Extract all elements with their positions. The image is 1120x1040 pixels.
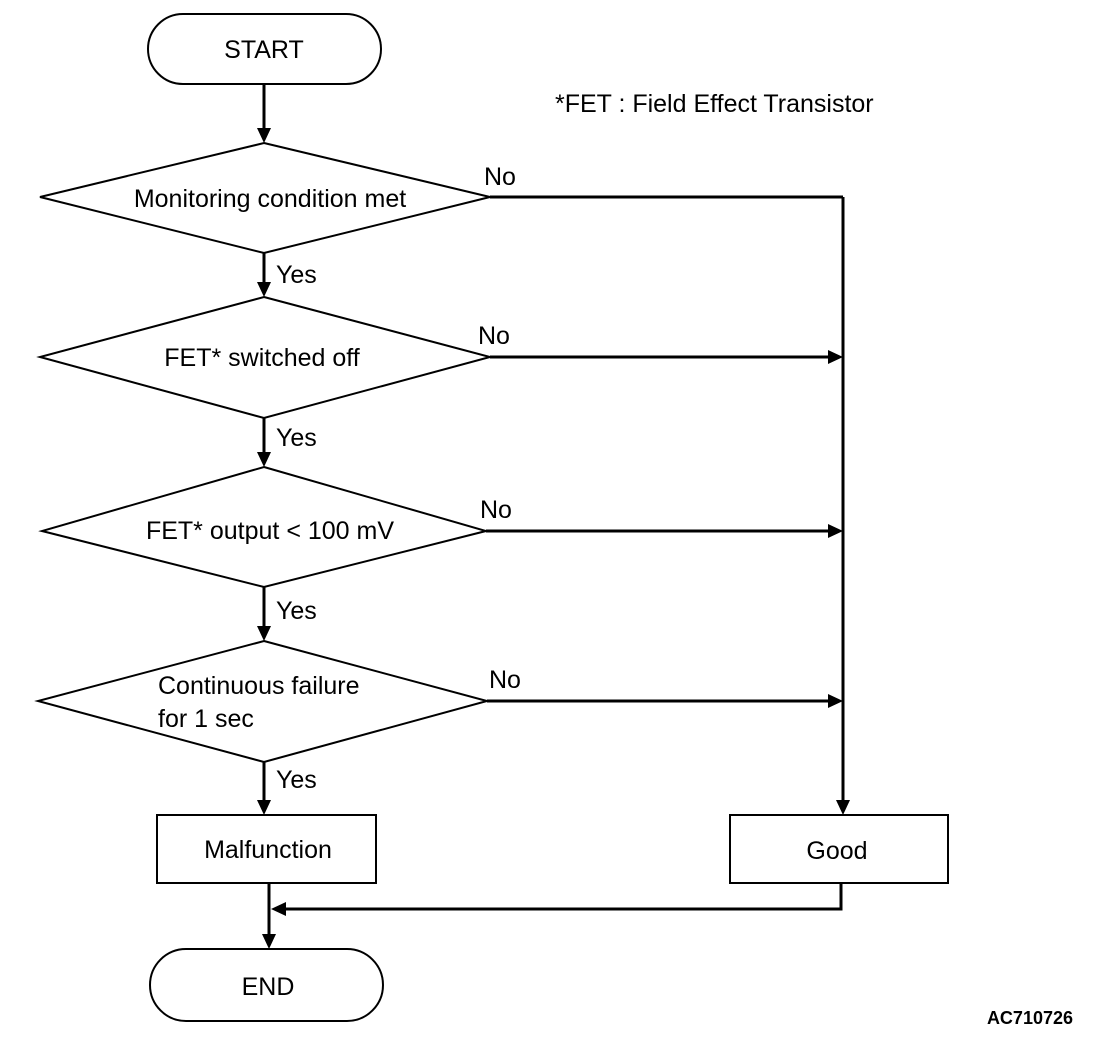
yes-label-decision-2: Yes (276, 424, 317, 452)
decision-fet-switched-off-label: FET* switched off (164, 344, 360, 372)
decision-monitoring-condition-label: Monitoring condition met (134, 185, 406, 213)
arrowhead (257, 626, 271, 641)
decision-continuous-failure-label-line-2: for 1 sec (158, 705, 254, 733)
no-label-decision-3: No (480, 496, 512, 524)
arrowhead (836, 800, 850, 815)
good-box (729, 814, 949, 884)
figure-id: AC710726 (987, 1008, 1073, 1028)
arrowhead (828, 694, 843, 708)
yes-label-decision-4: Yes (276, 766, 317, 794)
arrowhead (828, 524, 843, 538)
yes-label-decision-1: Yes (276, 261, 317, 289)
decision-continuous-failure (34, 639, 491, 764)
no-label-decision-2: No (478, 322, 510, 350)
footnote-text: *FET : Field Effect Transistor (555, 90, 874, 118)
malfunction-label: Malfunction (204, 836, 332, 864)
arrowhead (257, 800, 271, 815)
arrowhead (257, 452, 271, 467)
no-label-decision-1: No (484, 163, 516, 191)
arrowhead (257, 128, 271, 143)
end-label: END (242, 973, 295, 1001)
arrowhead (257, 282, 271, 297)
arrowhead (828, 350, 843, 364)
yes-label-decision-3: Yes (276, 597, 317, 625)
decision-continuous-failure-label-line-1: Continuous failure (158, 672, 360, 700)
no-label-decision-4: No (489, 666, 521, 694)
decision-fet-output-label: FET* output < 100 mV (146, 517, 394, 545)
start-label: START (224, 36, 304, 64)
arrowhead (271, 902, 286, 916)
connector-good-to-merge (286, 883, 843, 911)
good-label: Good (806, 837, 867, 865)
end-terminal (149, 948, 384, 1022)
arrowhead (262, 934, 276, 949)
malfunction-box (156, 814, 377, 884)
